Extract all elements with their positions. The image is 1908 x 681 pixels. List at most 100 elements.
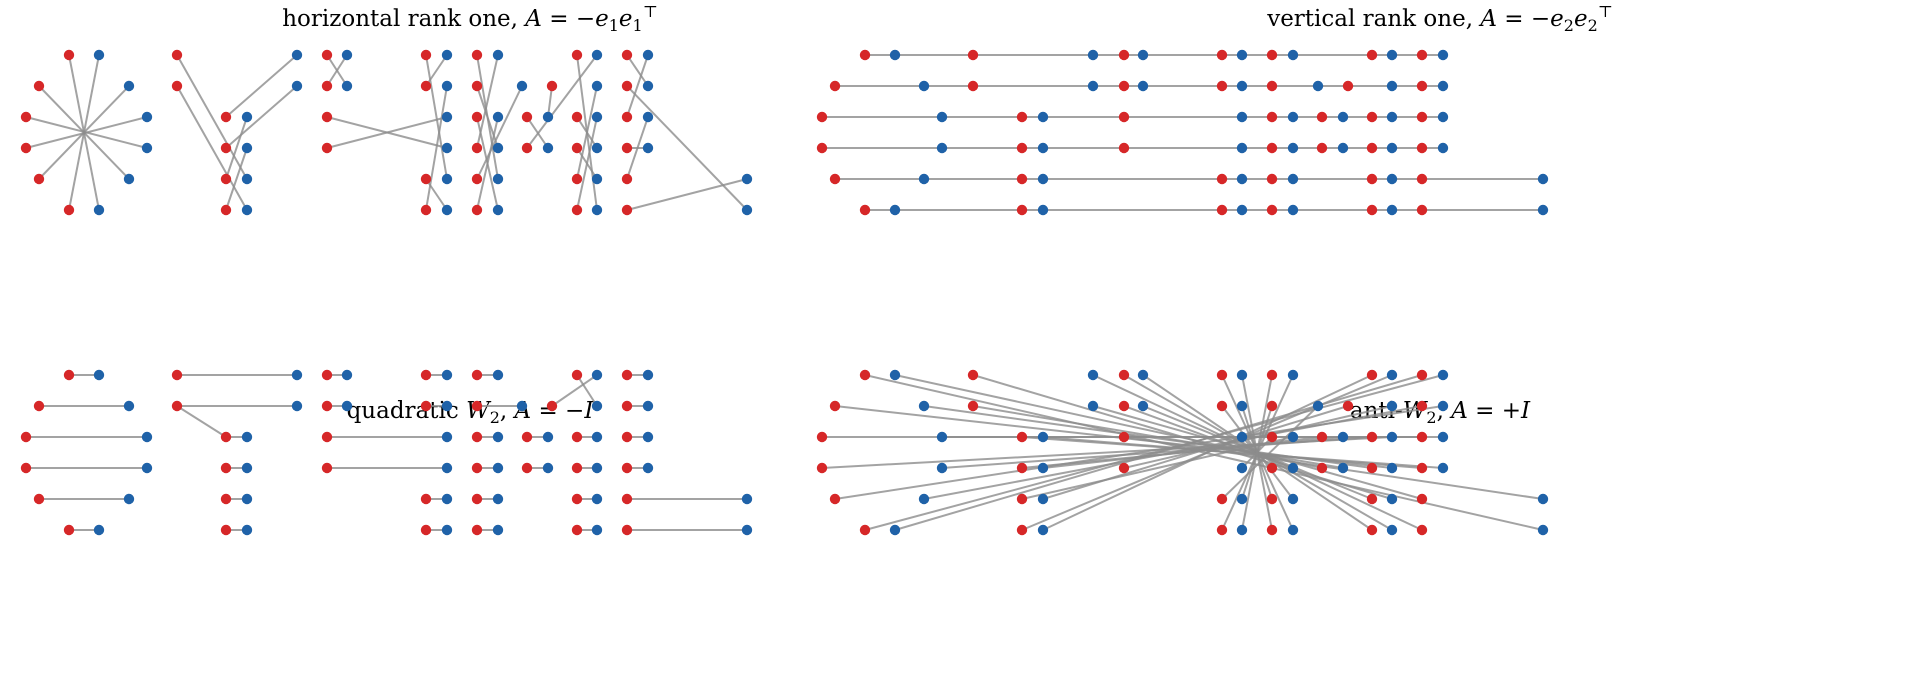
source-point: [571, 524, 583, 536]
matching-edge: [547, 85, 553, 118]
target-point: [341, 400, 353, 412]
matching-edge: [576, 85, 598, 180]
target-point: [889, 204, 901, 216]
target-point: [241, 111, 253, 123]
target-point: [123, 400, 135, 412]
matching-edge: [626, 178, 748, 211]
source-point: [1266, 111, 1278, 123]
target-point: [1037, 111, 1049, 123]
matching-edge: [551, 374, 598, 407]
target-point: [1386, 204, 1398, 216]
source-point: [1342, 400, 1354, 412]
target-point: [441, 493, 453, 505]
source-point: [171, 49, 183, 61]
source-point: [571, 49, 583, 61]
target-point: [591, 400, 603, 412]
source-point: [1416, 173, 1428, 185]
target-point: [591, 493, 603, 505]
target-point: [441, 142, 453, 154]
source-point: [321, 431, 333, 443]
target-point: [1386, 462, 1398, 474]
matching-edge: [176, 85, 248, 211]
source-point: [621, 493, 633, 505]
target-point: [889, 524, 901, 536]
source-point: [1266, 204, 1278, 216]
target-point: [591, 173, 603, 185]
source-point: [220, 204, 232, 216]
matching-edge: [326, 54, 348, 87]
source-point: [571, 142, 583, 154]
target-point: [1087, 369, 1099, 381]
target-point: [936, 462, 948, 474]
matching-edge: [176, 54, 248, 180]
target-point: [241, 173, 253, 185]
source-point: [1266, 142, 1278, 154]
target-point: [542, 431, 554, 443]
source-point: [1416, 400, 1428, 412]
source-point: [1316, 111, 1328, 123]
target-point: [591, 431, 603, 443]
source-point: [220, 142, 232, 154]
target-point: [123, 80, 135, 92]
source-point: [420, 204, 432, 216]
target-point: [1312, 400, 1324, 412]
target-point: [591, 111, 603, 123]
source-point: [1016, 524, 1028, 536]
matching-edge: [1123, 436, 1544, 500]
source-point: [420, 173, 432, 185]
target-point: [241, 524, 253, 536]
source-point: [1016, 173, 1028, 185]
matching-edge: [425, 54, 448, 180]
matching-edges-layer: [25, 54, 1544, 531]
source-point: [829, 493, 841, 505]
source-point: [471, 462, 483, 474]
source-point: [1366, 524, 1378, 536]
source-point: [1366, 111, 1378, 123]
source-point: [1366, 142, 1378, 154]
target-point: [241, 431, 253, 443]
source-point: [1416, 204, 1428, 216]
target-point: [141, 431, 153, 443]
panel-title-horizontal-rank-one: horizontal rank one, A = −e1e1⊤: [282, 2, 658, 35]
source-point: [20, 142, 32, 154]
target-point: [1236, 111, 1248, 123]
target-point: [1437, 111, 1449, 123]
target-point: [889, 369, 901, 381]
target-point: [1236, 142, 1248, 154]
target-point: [441, 111, 453, 123]
source-point: [1416, 49, 1428, 61]
matching-edge: [1123, 405, 1393, 469]
target-point: [123, 173, 135, 185]
source-point: [420, 524, 432, 536]
source-point: [33, 173, 45, 185]
source-point: [859, 369, 871, 381]
source-point: [171, 400, 183, 412]
target-point: [1287, 493, 1299, 505]
source-point: [1416, 462, 1428, 474]
target-point: [1386, 111, 1398, 123]
source-point: [1016, 431, 1028, 443]
target-point: [1137, 369, 1149, 381]
source-point: [1316, 142, 1328, 154]
target-point: [492, 524, 504, 536]
matching-edge: [225, 54, 298, 118]
source-point: [1416, 431, 1428, 443]
source-point: [1266, 462, 1278, 474]
source-point: [1316, 431, 1328, 443]
point-markers-layer: [20, 49, 1549, 536]
target-point: [1337, 462, 1349, 474]
target-point: [141, 111, 153, 123]
source-point: [1118, 431, 1130, 443]
target-point: [441, 400, 453, 412]
source-point: [220, 173, 232, 185]
target-point: [441, 49, 453, 61]
target-point: [1037, 462, 1049, 474]
source-point: [1366, 431, 1378, 443]
target-point: [642, 142, 654, 154]
source-point: [1118, 111, 1130, 123]
matching-edge: [923, 405, 1373, 469]
target-point: [1037, 142, 1049, 154]
source-point: [1266, 431, 1278, 443]
target-point: [441, 431, 453, 443]
target-point: [1537, 204, 1549, 216]
